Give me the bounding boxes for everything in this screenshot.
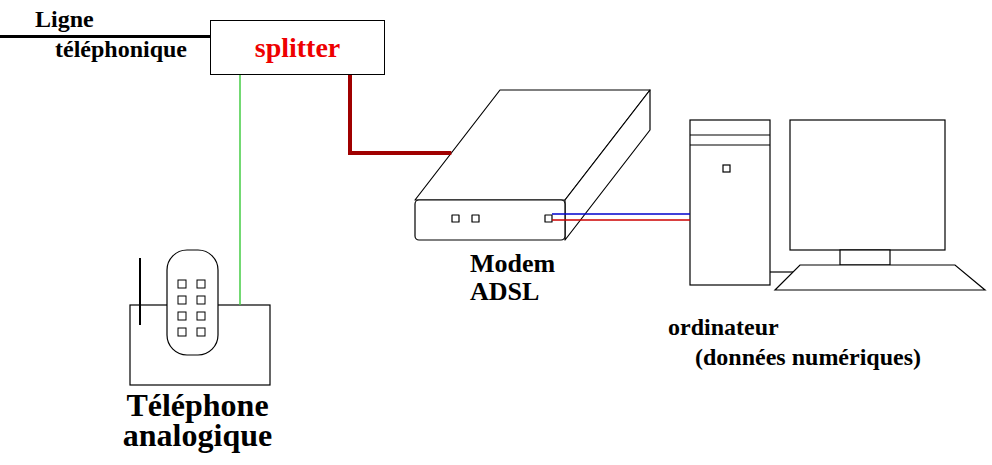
computer-node: ordinateur(données numériques) (690, 120, 985, 290)
splitter-label: splitter (255, 33, 341, 63)
phone-antenna (139, 258, 141, 325)
modem-computer-cable (552, 219, 690, 221)
modem-box (415, 90, 650, 240)
modem-computer-cable (552, 213, 690, 215)
computer-label: ordinateur (668, 313, 779, 341)
line-label: Ligne téléphonique (55, 4, 205, 64)
splitter-phone-cable (239, 75, 241, 305)
computer (690, 120, 985, 290)
phone-node: Téléphone analogique (130, 305, 270, 385)
phone-keypad (178, 280, 205, 336)
phone-handset (167, 250, 218, 355)
phone-label: Téléphone analogique (110, 390, 285, 450)
splitter-modem-cable (350, 75, 451, 153)
modem-node: Modem ADSL (415, 90, 650, 240)
computer-caption: (données numériques) (695, 343, 921, 371)
splitter-box: splitter (210, 20, 385, 75)
modem-label: Modem ADSL (470, 250, 595, 306)
